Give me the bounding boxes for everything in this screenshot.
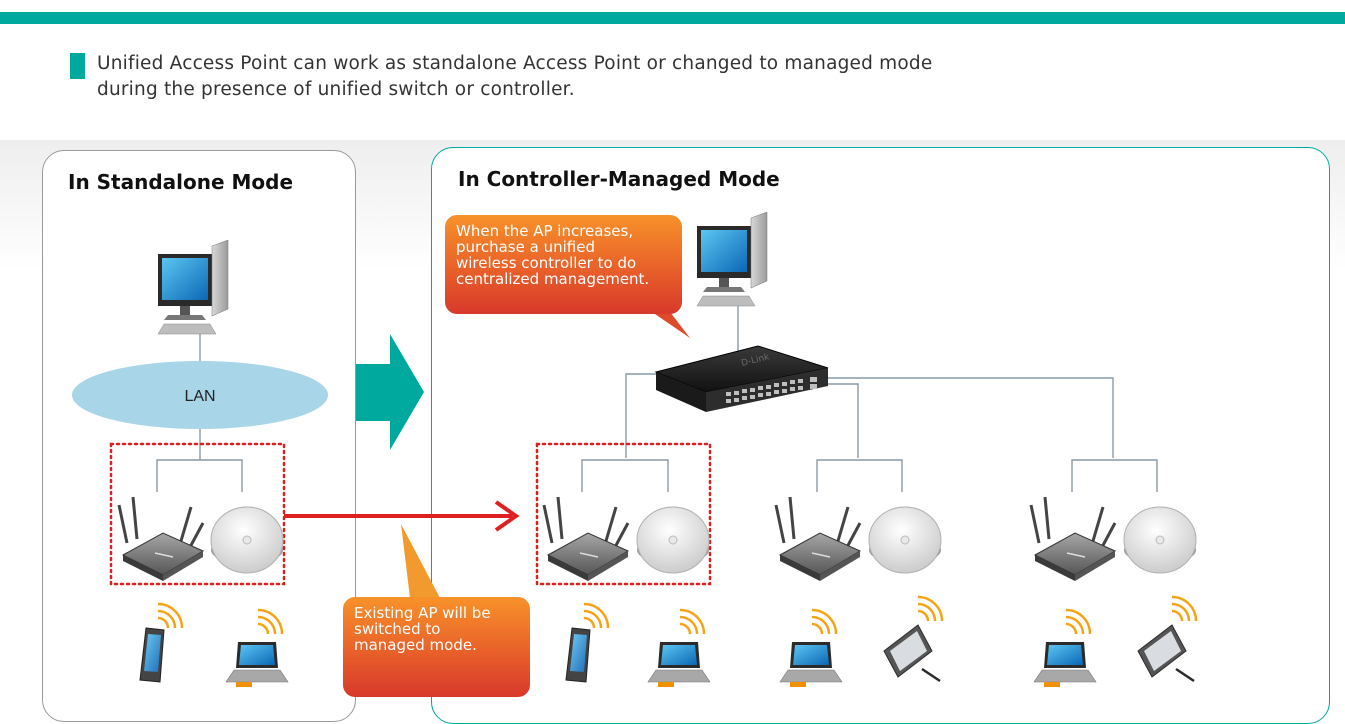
- controller-managed-mode-title: In Controller-Managed Mode: [458, 167, 780, 191]
- controller-pc: [696, 211, 768, 307]
- network-diagram: LAN D-Link: [72, 211, 1345, 709]
- unified-switch: D-Link: [654, 345, 829, 412]
- managed-ap-highlight: [535, 442, 712, 586]
- lan-cloud: [72, 361, 328, 429]
- controller-callout: When the AP increases, purchase a unifie…: [445, 215, 682, 314]
- managed-access-point-1: [542, 495, 630, 583]
- managed-ceiling-ap-2: [868, 506, 942, 574]
- managed-phone-1: [566, 604, 608, 682]
- headline-text: Unified Access Point can work as standal…: [97, 53, 933, 100]
- migration-arrow: [284, 500, 520, 532]
- existing-ap-callout: Existing AP will be switched to managed …: [343, 597, 530, 697]
- mode-transition-arrow: [356, 334, 424, 450]
- standalone-ceiling-ap: [210, 506, 284, 574]
- top-accent-bar: [0, 12, 1345, 24]
- standalone-access-point: [117, 495, 205, 583]
- managed-access-point-3: [1029, 495, 1117, 583]
- managed-laptop-1: [648, 610, 710, 687]
- callout-controller-pointer: [652, 312, 690, 338]
- standalone-mode-title: In Standalone Mode: [68, 170, 294, 194]
- standalone-laptop: [226, 610, 288, 687]
- lan-label: LAN: [184, 388, 215, 405]
- managed-laptop-2: [780, 610, 842, 687]
- managed-tablet-3: [1138, 597, 1196, 681]
- controller-callout-text: When the AP increases, purchase a unifie…: [456, 222, 650, 288]
- callout-existing-ap-pointer: [401, 524, 440, 598]
- headline-marker: [70, 53, 85, 79]
- existing-ap-callout-text: Existing AP will be switched to managed …: [354, 604, 491, 654]
- managed-laptop-3: [1034, 610, 1096, 687]
- managed-access-point-2: [774, 495, 862, 583]
- managed-ceiling-ap-3: [1123, 506, 1197, 574]
- standalone-pc: [157, 239, 229, 335]
- standalone-phone: [140, 604, 182, 682]
- managed-tablet-2: [884, 597, 942, 681]
- managed-ceiling-ap-1: [636, 506, 710, 574]
